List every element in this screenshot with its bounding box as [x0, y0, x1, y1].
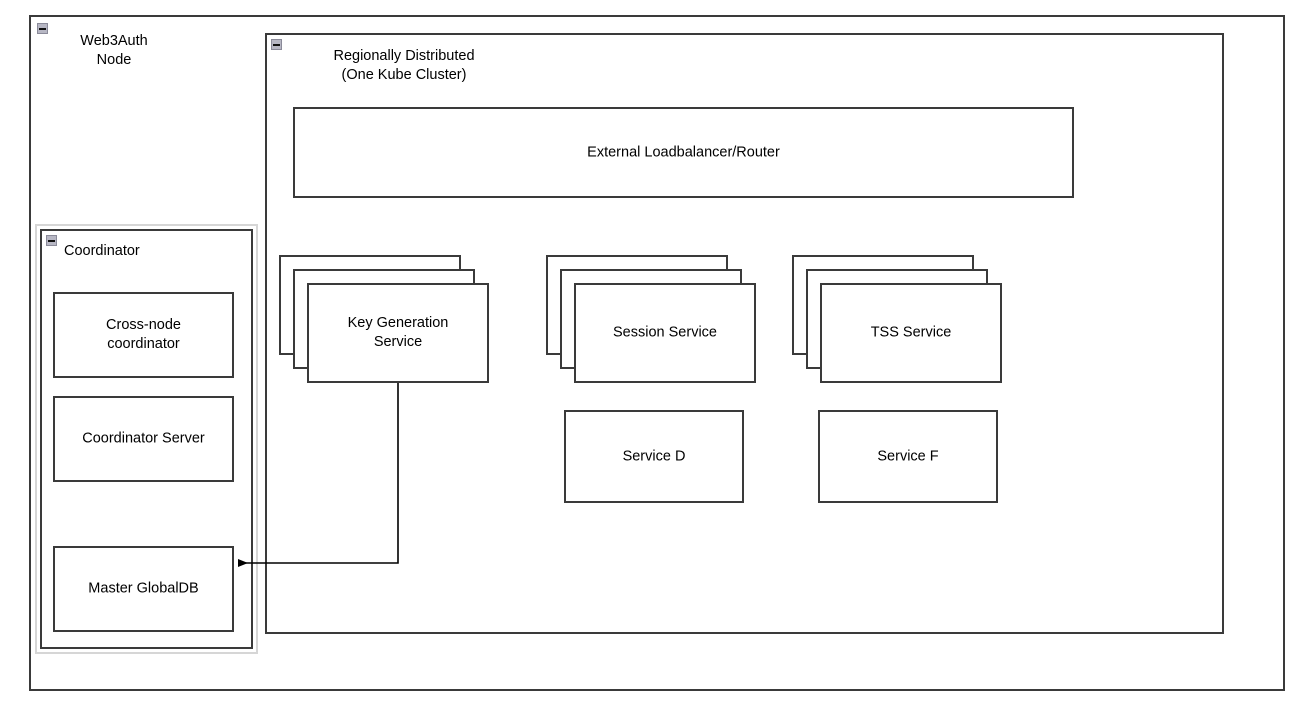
tss-service-layer-front[interactable]: TSS Service — [820, 283, 1002, 383]
service-d-box[interactable]: Service D — [564, 410, 744, 503]
kube-cluster-label-line1: Regionally Distributed — [333, 48, 475, 64]
external-loadbalancer-router-label: External Loadbalancer/Router — [587, 144, 780, 160]
coordinator-server-box[interactable]: Coordinator Server — [53, 396, 234, 482]
service-f-box[interactable]: Service F — [818, 410, 998, 503]
key-generation-service-label-line1: Key Generation — [347, 315, 449, 331]
master-globaldb-box[interactable]: Master GlobalDB — [53, 546, 234, 632]
session-service-stack[interactable]: Session Service — [546, 255, 756, 383]
coordinator-label: Coordinator — [64, 243, 140, 259]
cross-node-coordinator-box[interactable]: Cross-node coordinator — [53, 292, 234, 378]
session-service-layer-front[interactable]: Session Service — [574, 283, 756, 383]
service-f-label: Service F — [877, 448, 939, 464]
tss-service-label: TSS Service — [870, 324, 952, 341]
kube-cluster-collapse-icon[interactable] — [271, 39, 282, 50]
web3auth-node-label-line2: Node — [96, 52, 132, 68]
tss-service-stack[interactable]: TSS Service — [792, 255, 1002, 383]
external-loadbalancer-router-box[interactable]: External Loadbalancer/Router — [293, 107, 1074, 198]
coordinator-collapse-icon[interactable] — [46, 235, 57, 246]
kube-cluster-label-line2: (One Kube Cluster) — [341, 67, 467, 83]
kube-cluster-label: Regionally Distributed (One Kube Cluster) — [289, 47, 519, 85]
key-generation-service-label-line2: Service — [373, 334, 423, 350]
web3auth-node-label-line1: Web3Auth — [80, 33, 148, 49]
master-globaldb-label: Master GlobalDB — [88, 580, 199, 597]
web3auth-node-collapse-icon[interactable] — [37, 23, 48, 34]
cross-node-coordinator-label-line1: Cross-node — [106, 317, 181, 333]
session-service-label: Session Service — [613, 324, 717, 341]
cross-node-coordinator-label-line2: coordinator — [107, 336, 180, 352]
coordinator-server-label: Coordinator Server — [82, 430, 205, 447]
service-d-label: Service D — [622, 448, 686, 464]
cross-node-coordinator-label: Cross-node coordinator — [55, 316, 232, 354]
